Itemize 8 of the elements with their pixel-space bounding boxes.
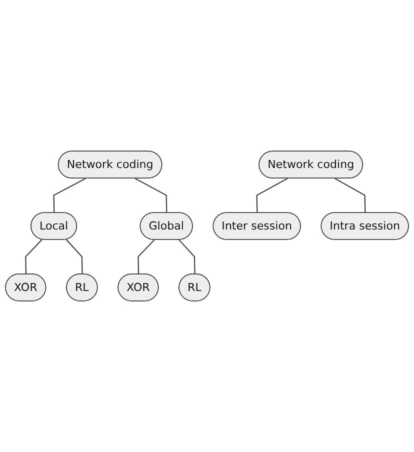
connector xyxy=(66,239,83,274)
connector xyxy=(138,239,155,274)
connector xyxy=(25,239,42,274)
connector xyxy=(178,239,196,274)
connector xyxy=(53,178,86,213)
connector xyxy=(256,178,288,213)
connector xyxy=(134,178,168,213)
connector xyxy=(334,178,366,213)
